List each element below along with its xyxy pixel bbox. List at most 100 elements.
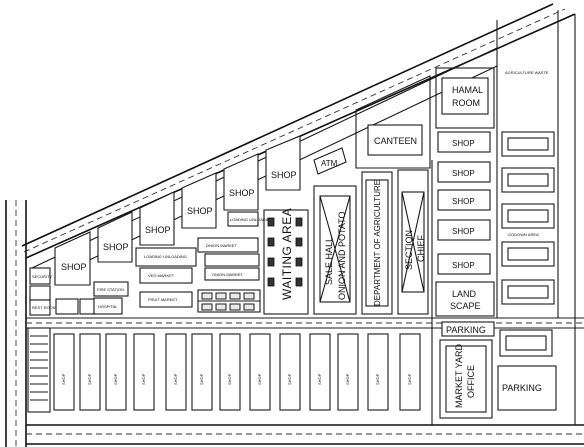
onion-market-label-3: ONION MARKET bbox=[212, 272, 243, 277]
block-a bbox=[55, 298, 79, 315]
shop-label-4: SHOP bbox=[187, 206, 213, 216]
godown-5-inner bbox=[507, 285, 549, 299]
right-parking-inner bbox=[505, 335, 547, 351]
bottom-shop-13 bbox=[399, 333, 421, 411]
shop-label-1: SHOP bbox=[61, 262, 87, 272]
cold-unit-4 bbox=[243, 292, 255, 300]
security-label: SECURITY bbox=[32, 274, 53, 279]
loading-label-2: LOADING UNLOADING bbox=[230, 217, 273, 222]
hospital-label: HOSPITAL bbox=[98, 304, 118, 309]
section-chief-cross-2 bbox=[401, 191, 425, 293]
fire-station-label: FIRE STATION bbox=[97, 287, 124, 292]
canteen-block bbox=[367, 124, 423, 156]
shop-block-5 bbox=[223, 153, 259, 211]
bottom-shop-label-1: SHOP bbox=[61, 373, 66, 385]
bench-6 bbox=[295, 237, 303, 247]
shop-label-6: SHOP bbox=[271, 170, 297, 180]
atm-label: ATM bbox=[321, 159, 338, 168]
section-chief: SECTION CHIEF bbox=[397, 169, 429, 315]
bottom-shop-3 bbox=[105, 333, 127, 411]
diagonal-road-edge-upper bbox=[21, 3, 554, 247]
parking-top-label: PARKING bbox=[446, 325, 486, 335]
market-yard-label-2: OFFICE bbox=[466, 365, 476, 398]
bench-3 bbox=[267, 257, 275, 267]
bottom-row-shops: SHOP SHOP SHOP SHOP SHOP SHOP SHOP SHOP … bbox=[27, 327, 421, 413]
bench-2 bbox=[267, 237, 275, 247]
bench-7 bbox=[295, 257, 303, 267]
waiting-area: WAITING AREA bbox=[263, 208, 309, 315]
onion-market-label-1: ONION MARKET bbox=[206, 243, 237, 248]
bottom-shop-10 bbox=[309, 333, 331, 411]
land-scape-label-1: LAND bbox=[452, 289, 477, 299]
cold-unit-7 bbox=[229, 303, 241, 311]
cold-unit-1 bbox=[201, 292, 213, 300]
godown-4-inner bbox=[507, 247, 549, 261]
bottom-shop-4 bbox=[133, 333, 155, 411]
diagonal-shops: SHOP SHOP SHOP SHOP SHOP SHOP ATM bbox=[54, 135, 347, 286]
sale-hall-cross-2 bbox=[319, 195, 351, 303]
sale-hall-label-2: ONION AND POTATO bbox=[337, 211, 347, 300]
right-shop-label-2: SHOP bbox=[452, 169, 475, 178]
fruit-market-shed bbox=[139, 291, 193, 308]
bottom-shop-2 bbox=[79, 333, 101, 411]
bench-5 bbox=[295, 217, 303, 227]
shop-block-4 bbox=[181, 172, 217, 229]
bench-1 bbox=[267, 217, 275, 227]
right-shop-label-1: SHOP bbox=[452, 139, 475, 148]
bottom-shop-label-5: SHOP bbox=[173, 373, 178, 385]
right-parking-structure bbox=[499, 329, 553, 357]
hamal-room-label-1: HAMAL bbox=[452, 85, 483, 95]
section-chief-label-1: SECTION bbox=[404, 230, 414, 270]
godown-area-label: GODOWN AREA bbox=[508, 232, 539, 237]
right-shop-label-5: SHOP bbox=[452, 261, 475, 270]
godown-1 bbox=[501, 131, 555, 157]
diagonal-road-centerline bbox=[23, 8, 566, 253]
atm-block bbox=[313, 147, 347, 175]
shop-label-5: SHOP bbox=[229, 188, 255, 198]
right-shop-5 bbox=[437, 253, 491, 275]
sale-hall: SALE HALL ONION AND POTATO bbox=[313, 185, 357, 315]
cold-unit-3 bbox=[229, 292, 241, 300]
market-yard-office-block bbox=[439, 339, 493, 419]
right-shop-3 bbox=[437, 189, 491, 211]
fire-station bbox=[93, 281, 129, 297]
land-scape-plot bbox=[435, 281, 495, 317]
canteen-area: CANTEEN HAMAL ROOM bbox=[355, 67, 495, 169]
godown-area: AGRICULTURE WASTE GODOWN AREA bbox=[501, 70, 555, 305]
hamal-room-label-2: ROOM bbox=[452, 98, 480, 108]
bottom-shop-8 bbox=[249, 333, 271, 411]
bottom-shop-6 bbox=[191, 333, 213, 411]
bottom-shop-5 bbox=[165, 333, 187, 411]
cabin-room bbox=[29, 285, 51, 301]
dept-agriculture: DEPARTMENT OF AGRICULTURE bbox=[361, 171, 393, 315]
dept-agriculture-inner bbox=[365, 179, 389, 307]
waiting-area-boundary bbox=[263, 209, 309, 315]
bottom-shop-9 bbox=[279, 333, 301, 411]
bottom-shop-label-11: SHOP bbox=[345, 373, 350, 385]
shop-label-3: SHOP bbox=[145, 225, 171, 235]
right-shop-label-3: SHOP bbox=[452, 197, 475, 206]
bottom-shop-7 bbox=[219, 333, 241, 411]
market-yard-office-inner bbox=[445, 345, 487, 413]
dept-agriculture-block bbox=[361, 171, 393, 315]
godown-3-inner bbox=[507, 209, 549, 223]
left-parking-stripes bbox=[30, 335, 48, 401]
veg-market-shed bbox=[139, 267, 193, 284]
block-b bbox=[79, 298, 95, 315]
godown-4 bbox=[501, 241, 555, 267]
waiting-area-label: WAITING AREA bbox=[280, 208, 294, 300]
onion-market-shed-3 bbox=[204, 267, 260, 281]
canteen-label: CANTEEN bbox=[374, 136, 417, 146]
left-small-buildings: SECURITY REST ROOM FIRE STATION HOSPITAL bbox=[29, 267, 129, 316]
cold-unit-5 bbox=[201, 303, 213, 311]
bottom-shop-label-6: SHOP bbox=[199, 373, 204, 385]
godown-2-inner bbox=[507, 173, 549, 187]
section-chief-label-2: CHIEF bbox=[416, 234, 426, 262]
loading-unloading-2 bbox=[227, 211, 259, 227]
security-room bbox=[29, 267, 51, 285]
bench-8 bbox=[295, 277, 303, 287]
godown-2 bbox=[501, 167, 555, 193]
hospital bbox=[93, 297, 123, 315]
bottom-shop-label-10: SHOP bbox=[317, 373, 322, 385]
shop-block-1 bbox=[54, 231, 91, 286]
